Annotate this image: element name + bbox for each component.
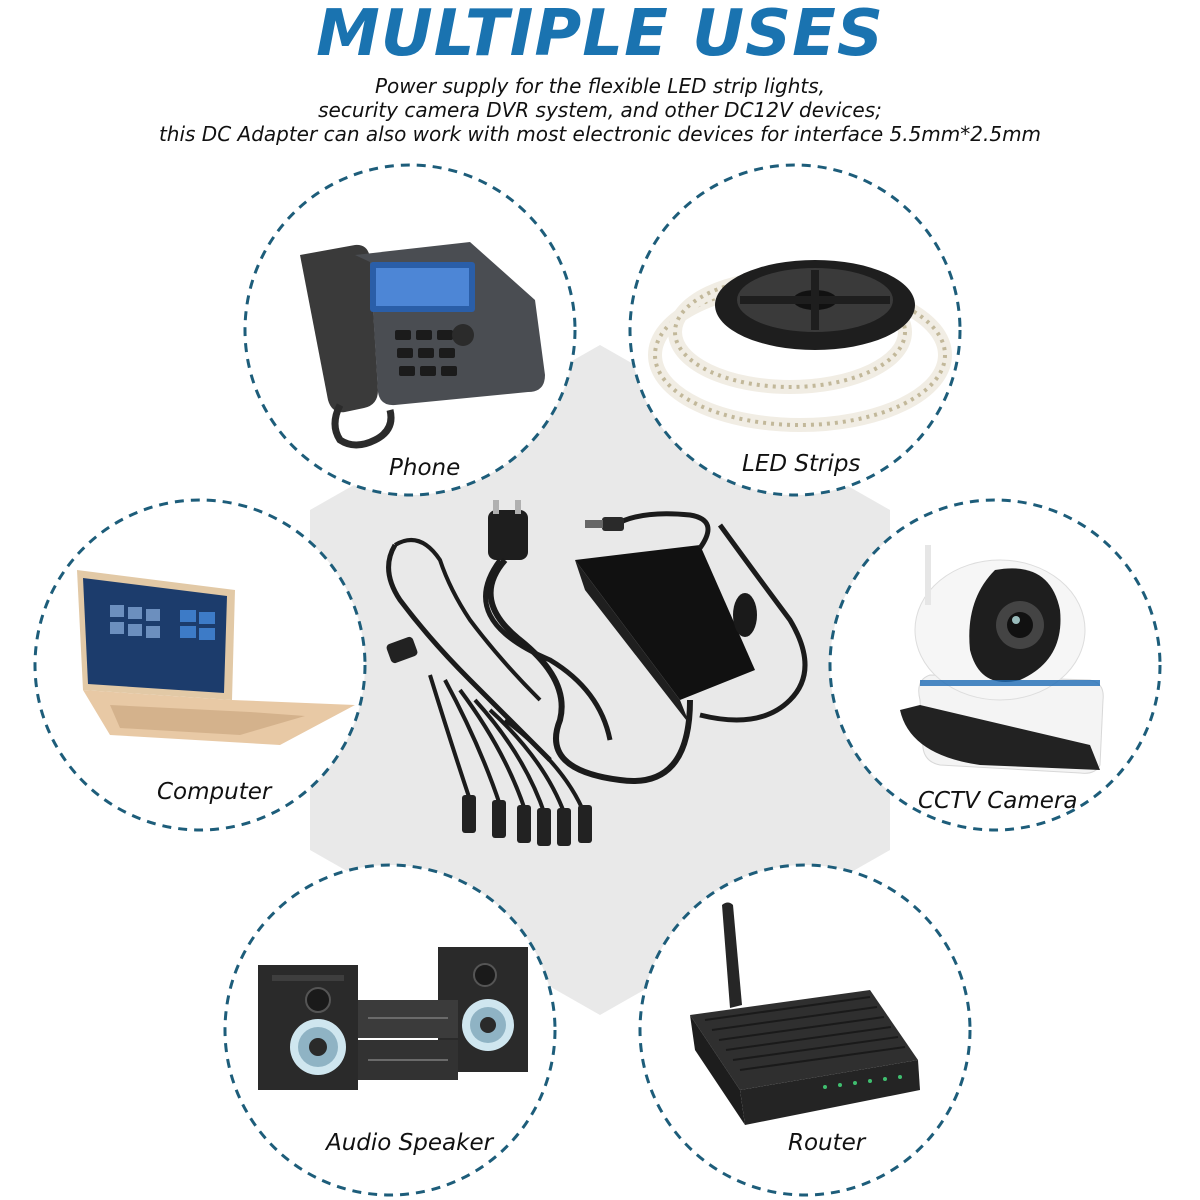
hexagon-background xyxy=(310,345,890,1015)
device-label-computer: Computer xyxy=(157,779,272,805)
device-label-router: Router xyxy=(788,1130,866,1156)
description-line-3: this DC Adapter can also work with most … xyxy=(158,122,1042,146)
led-strip-icon xyxy=(648,260,952,432)
laptop-icon xyxy=(77,570,355,745)
page-title: MULTIPLE USES xyxy=(316,0,884,71)
description-line-1: Power supply for the flexible LED strip … xyxy=(374,74,826,98)
device-label-phone: Phone xyxy=(389,455,461,481)
router-icon xyxy=(690,902,920,1125)
description-line-2: security camera DVR system, and other DC… xyxy=(318,98,882,122)
device-label-led-strips: LED Strips xyxy=(742,451,861,477)
power-adapter-icon xyxy=(386,500,808,846)
device-label-audio-speaker: Audio Speaker xyxy=(326,1130,494,1156)
camera-icon xyxy=(900,545,1104,774)
device-label-cctv-camera: CCTV Camera xyxy=(918,788,1078,814)
speaker-icon xyxy=(258,947,528,1090)
phone-icon xyxy=(300,242,545,449)
